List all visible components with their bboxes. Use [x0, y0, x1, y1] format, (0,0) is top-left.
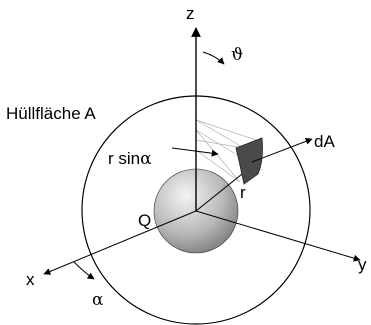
- y-axis-label: y: [358, 255, 367, 274]
- area-element-label: dA: [314, 132, 335, 151]
- alpha-label: α: [92, 290, 104, 310]
- r-sin-alpha-pointer: [171, 147, 219, 157]
- theta-label: ϑ: [231, 45, 243, 65]
- surface-label: Hüllfläche A: [6, 104, 96, 123]
- z-axis-label: z: [186, 4, 195, 23]
- charge-label: Q: [138, 211, 151, 230]
- x-axis-label: x: [26, 270, 35, 289]
- normal-vector: [251, 137, 313, 163]
- alpha-angle-arrow: [73, 261, 95, 280]
- area-element-patch: [235, 137, 263, 185]
- cone-guide-lines: [195, 119, 263, 183]
- r-sin-alpha-label: r sinα: [108, 149, 152, 169]
- r-sin-prefix: r sin: [108, 149, 140, 168]
- x-axis: [43, 210, 197, 275]
- radius-label: r: [240, 183, 246, 202]
- r-sin-alpha-symbol: α: [140, 149, 152, 169]
- theta-angle-arrow: [202, 51, 225, 65]
- y-axis: [195, 210, 361, 262]
